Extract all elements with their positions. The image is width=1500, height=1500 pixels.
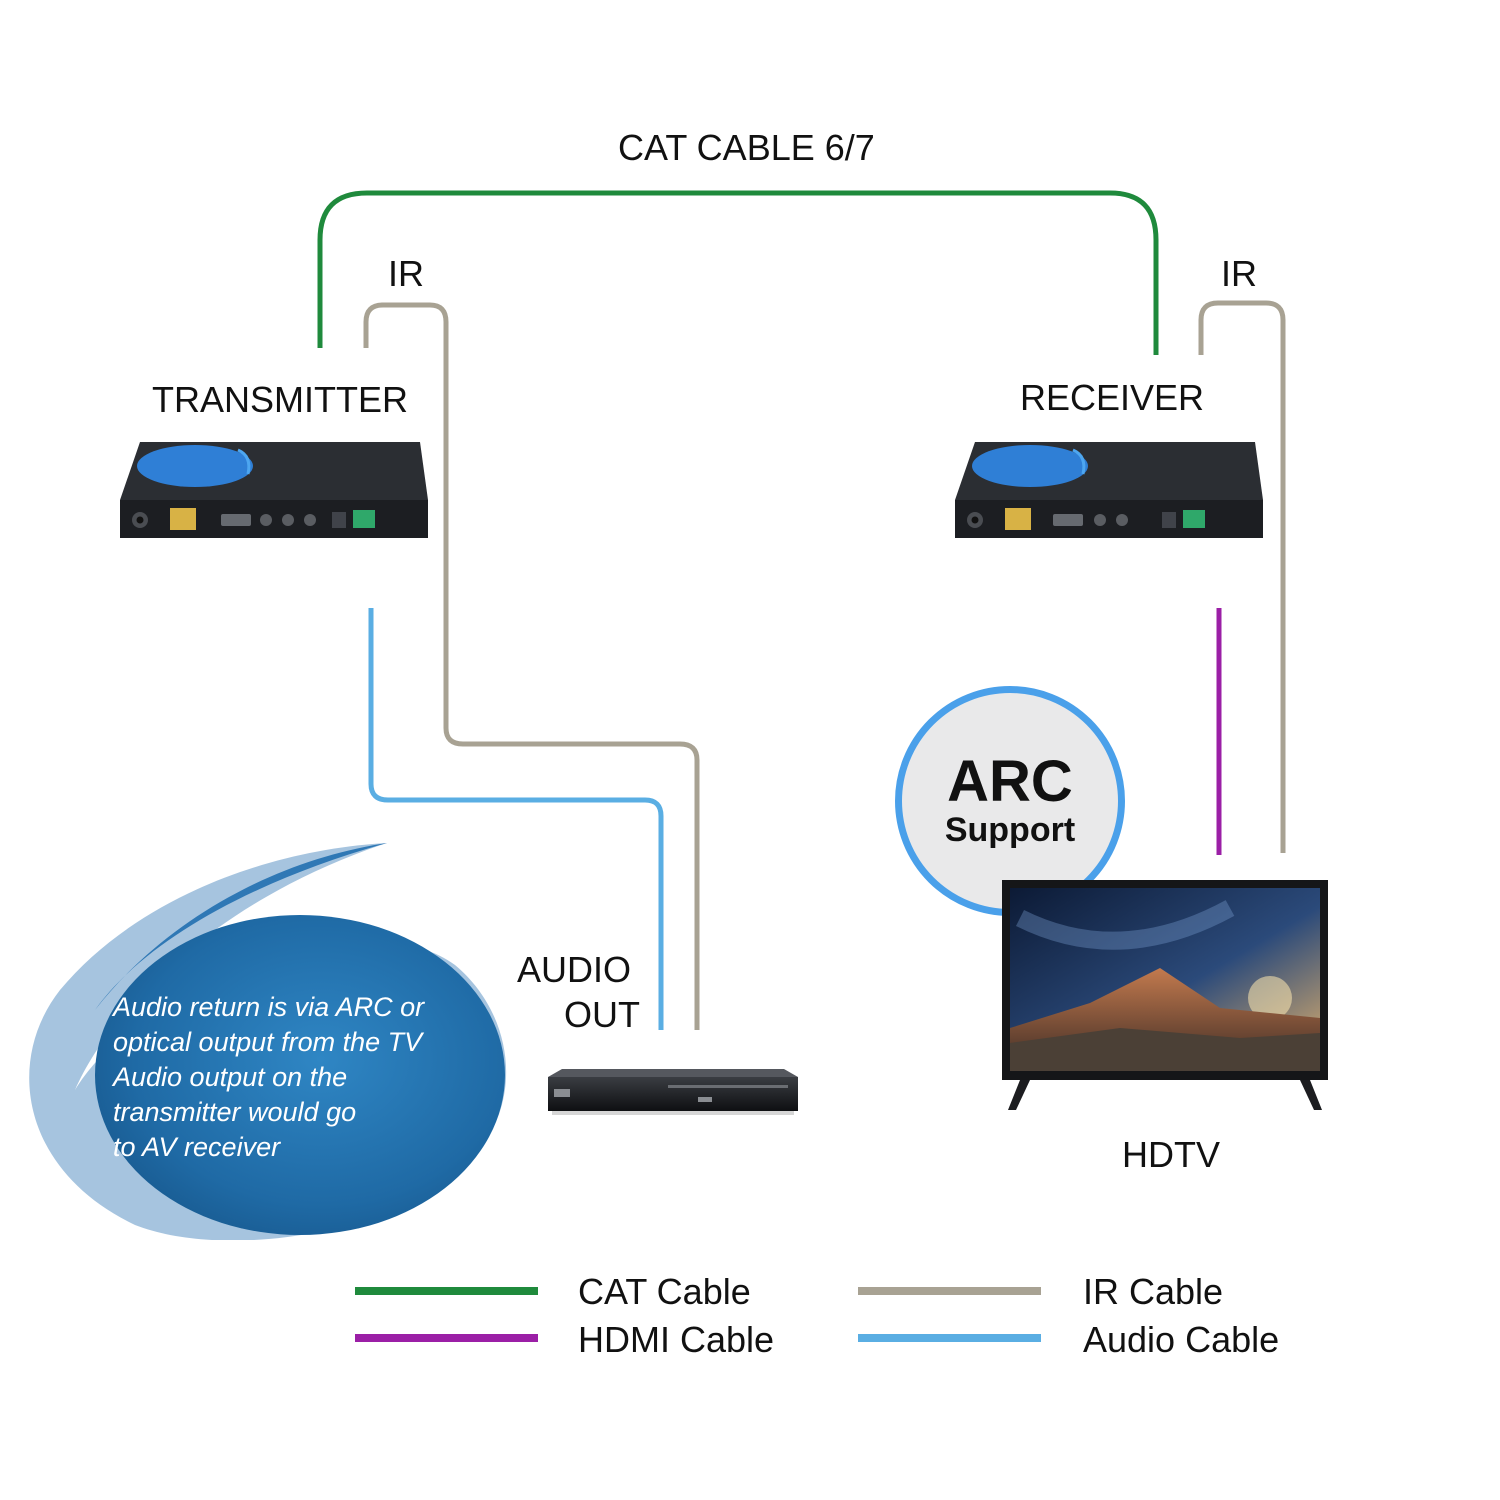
arc-badge-title: ARC [947,749,1073,814]
audio-out-label-line1: AUDIO [517,949,632,990]
ir-label-right: IR [1221,253,1257,294]
ir-label-left: IR [388,253,424,294]
hdbaset-receiver-icon [955,442,1263,538]
ir-cable-wire-right [1198,300,1286,853]
note-line: Audio return is via ARC or [113,992,425,1022]
hdtv-label: HDTV [1122,1134,1220,1175]
legend-swatch-cat [355,1287,538,1295]
dvd-player-icon [548,1069,798,1115]
legend-label-cat: CAT Cable [578,1271,751,1312]
audio-out-label-line2: OUT [564,994,640,1035]
arc-badge-subtitle: Support [944,811,1076,849]
note-blob-shape [29,843,507,1240]
hdtv-icon [1002,880,1328,1110]
audio-cable-wire [368,608,664,1030]
note-line: Audio output on the [113,1062,348,1092]
legend-swatch-ir [858,1287,1041,1295]
cat-cable-wire [317,190,1159,355]
arc-support-badge: ARC Support [895,686,1125,916]
cat-cable-label: CAT CABLE 6/7 [618,127,875,168]
receiver-label: RECEIVER [1020,377,1205,418]
note-line: to AV receiver [113,1132,281,1162]
ir-cable-wire-left [363,302,700,1030]
hdbaset-transmitter-icon [120,442,428,538]
legend-swatch-hdmi [355,1334,538,1342]
transmitter-label: TRANSMITTER [152,379,408,420]
note-line: transmitter would go [113,1097,357,1127]
legend-label-hdmi: HDMI Cable [578,1319,775,1360]
arc-note: Audio return is via ARC or optical outpu… [113,990,493,1165]
legend-label-ir: IR Cable [1083,1271,1224,1312]
legend-swatch-audio [858,1334,1041,1342]
note-line: optical output from the TV [113,1027,423,1057]
legend-label-audio: Audio Cable [1083,1319,1280,1360]
